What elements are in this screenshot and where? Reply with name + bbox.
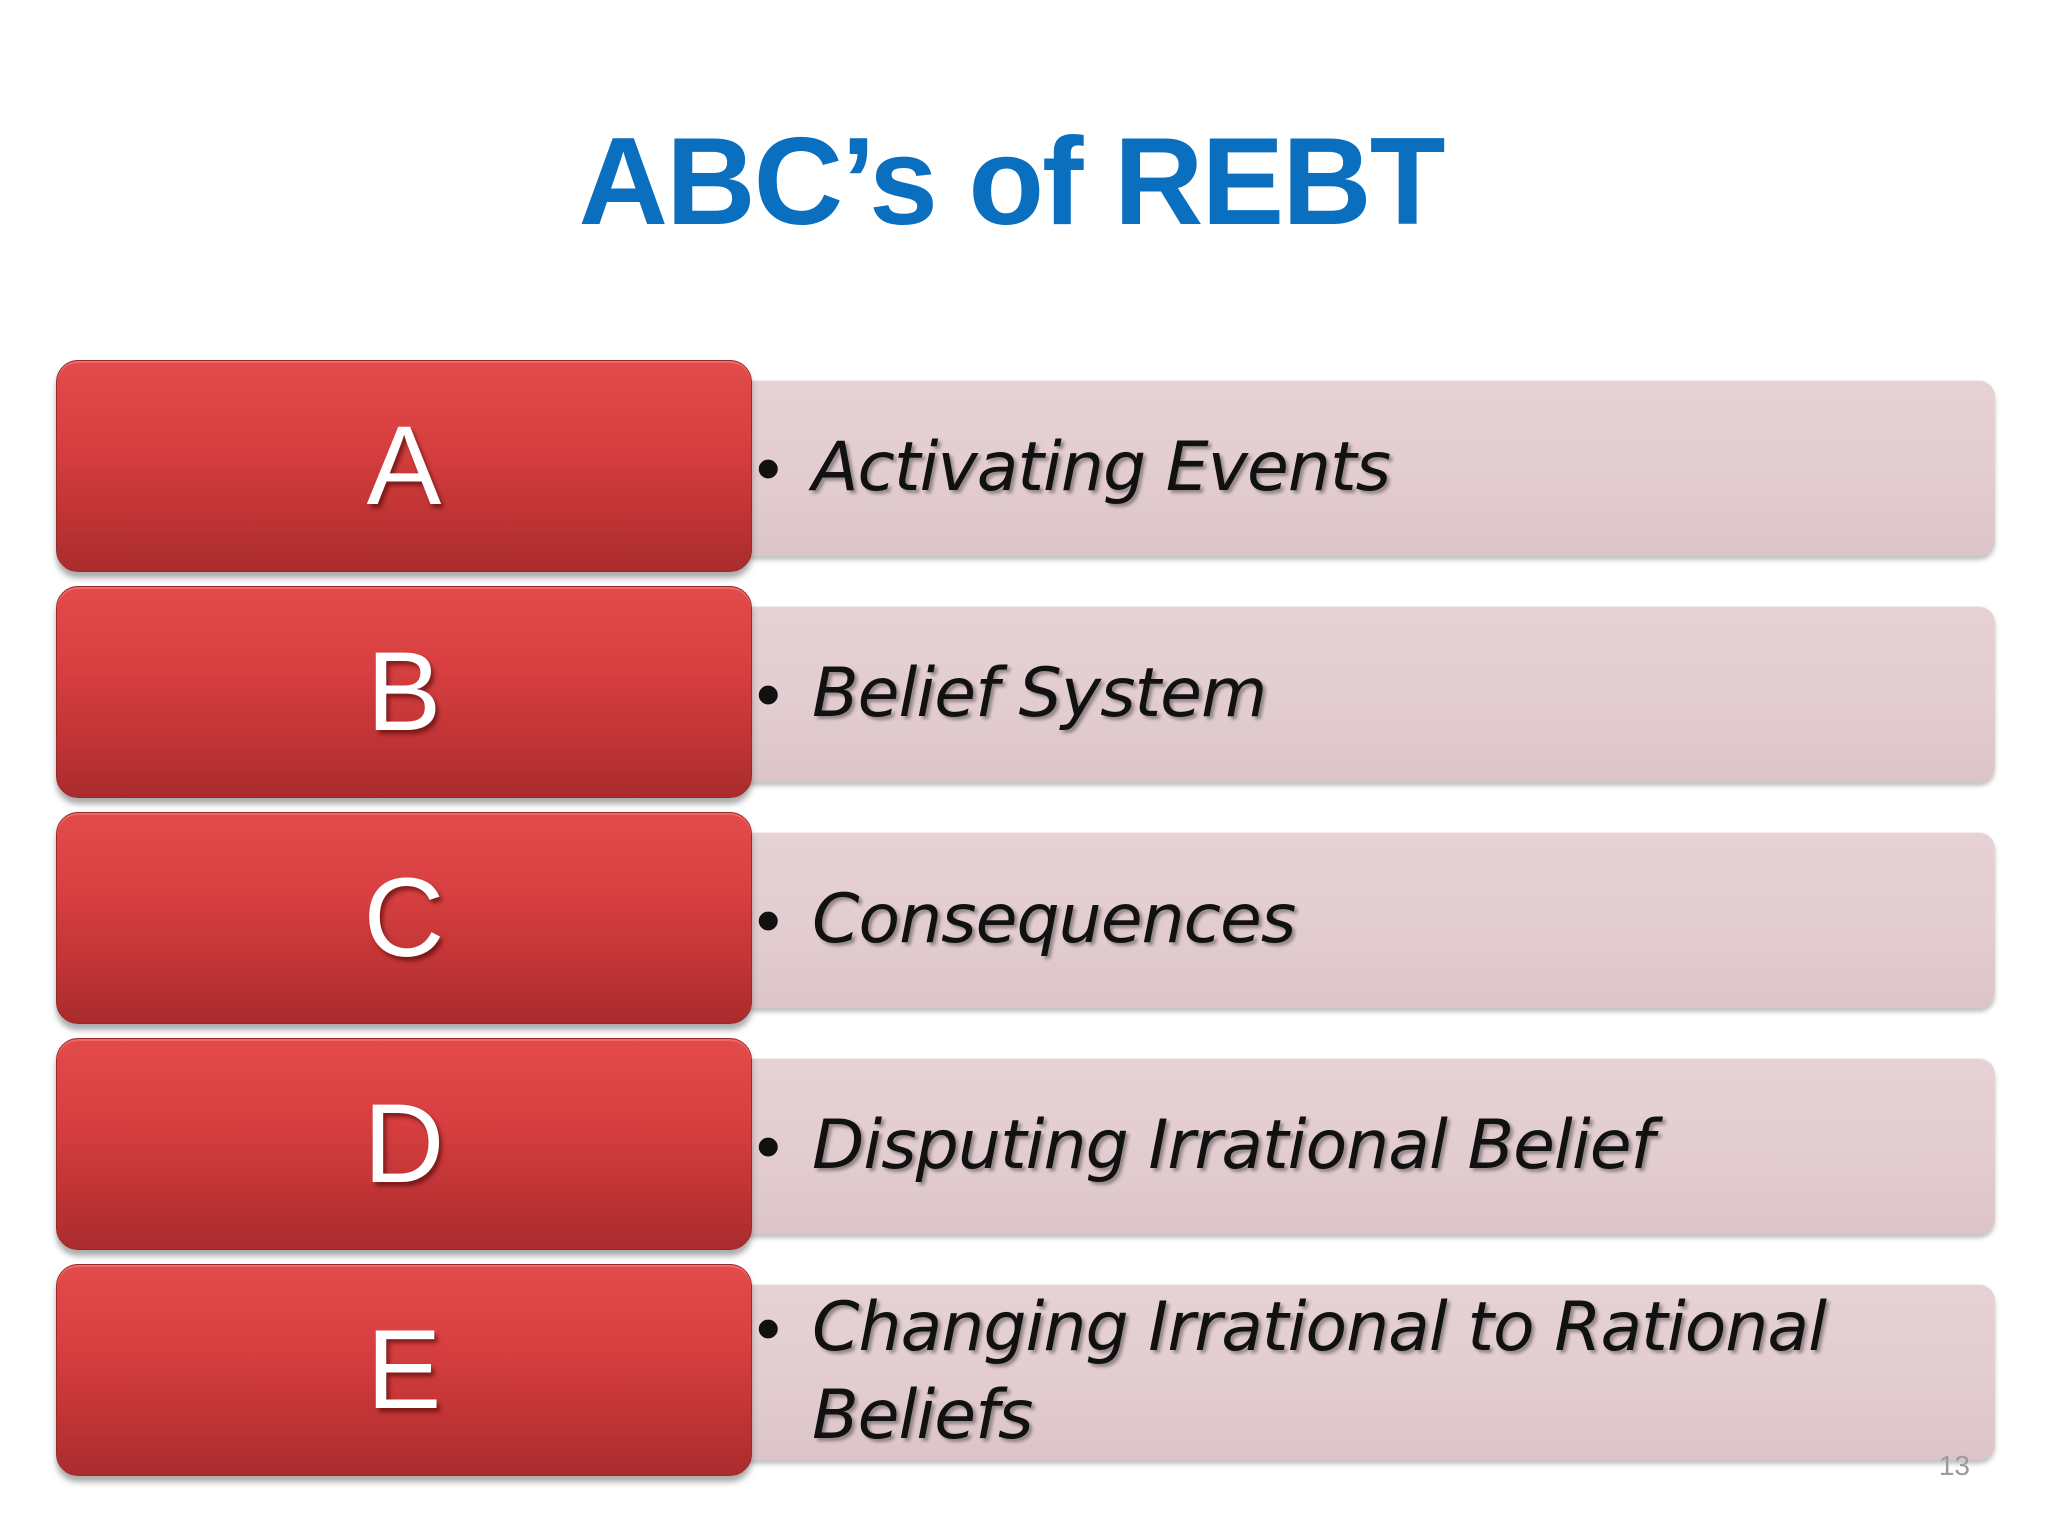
letter-label: B (366, 629, 442, 754)
bullet: • (756, 881, 781, 959)
description: • Belief System (756, 606, 1942, 782)
list-item-a: A • Activating Events (0, 360, 2048, 580)
description-box (700, 832, 1995, 1008)
letter-label: D (363, 1081, 445, 1206)
description-text: Activating Events (812, 428, 1391, 507)
letter-box: B (56, 586, 752, 798)
description-box (700, 1284, 1995, 1460)
description-box (700, 1058, 1995, 1234)
list-item-e: E • Changing Irrational to Rational Beli… (0, 1264, 2048, 1484)
letter-label: E (366, 1307, 442, 1432)
description: • Disputing Irrational Belief (756, 1058, 1942, 1234)
description-text: Changing Irrational to Rational Beliefs (812, 1288, 1827, 1455)
description-box (700, 380, 1995, 556)
letter-box: D (56, 1038, 752, 1250)
list-item-c: C • Consequences (0, 812, 2048, 1032)
letter-box: C (56, 812, 752, 1024)
description-text: Consequences (812, 880, 1296, 959)
page-number: 13 (1938, 1450, 1970, 1481)
bullet: • (756, 1289, 781, 1367)
description: • Changing Irrational to Rational Belief… (756, 1284, 1942, 1460)
letter-label: C (363, 855, 445, 980)
bullet: • (756, 429, 781, 507)
letter-label: A (366, 403, 442, 528)
description-text: Disputing Irrational Belief (812, 1106, 1654, 1185)
description: • Consequences (756, 832, 1942, 1008)
description: • Activating Events (756, 380, 1942, 556)
list-item-b: B • Belief System (0, 586, 2048, 806)
bullet: • (756, 1107, 781, 1185)
letter-box: A (56, 360, 752, 572)
slide-title: ABC’s of REBT (578, 113, 1446, 251)
list-item-d: D • Disputing Irrational Belief (0, 1038, 2048, 1258)
description-box (700, 606, 1995, 782)
bullet: • (756, 655, 781, 733)
letter-box: E (56, 1264, 752, 1476)
description-text: Belief System (812, 654, 1267, 733)
